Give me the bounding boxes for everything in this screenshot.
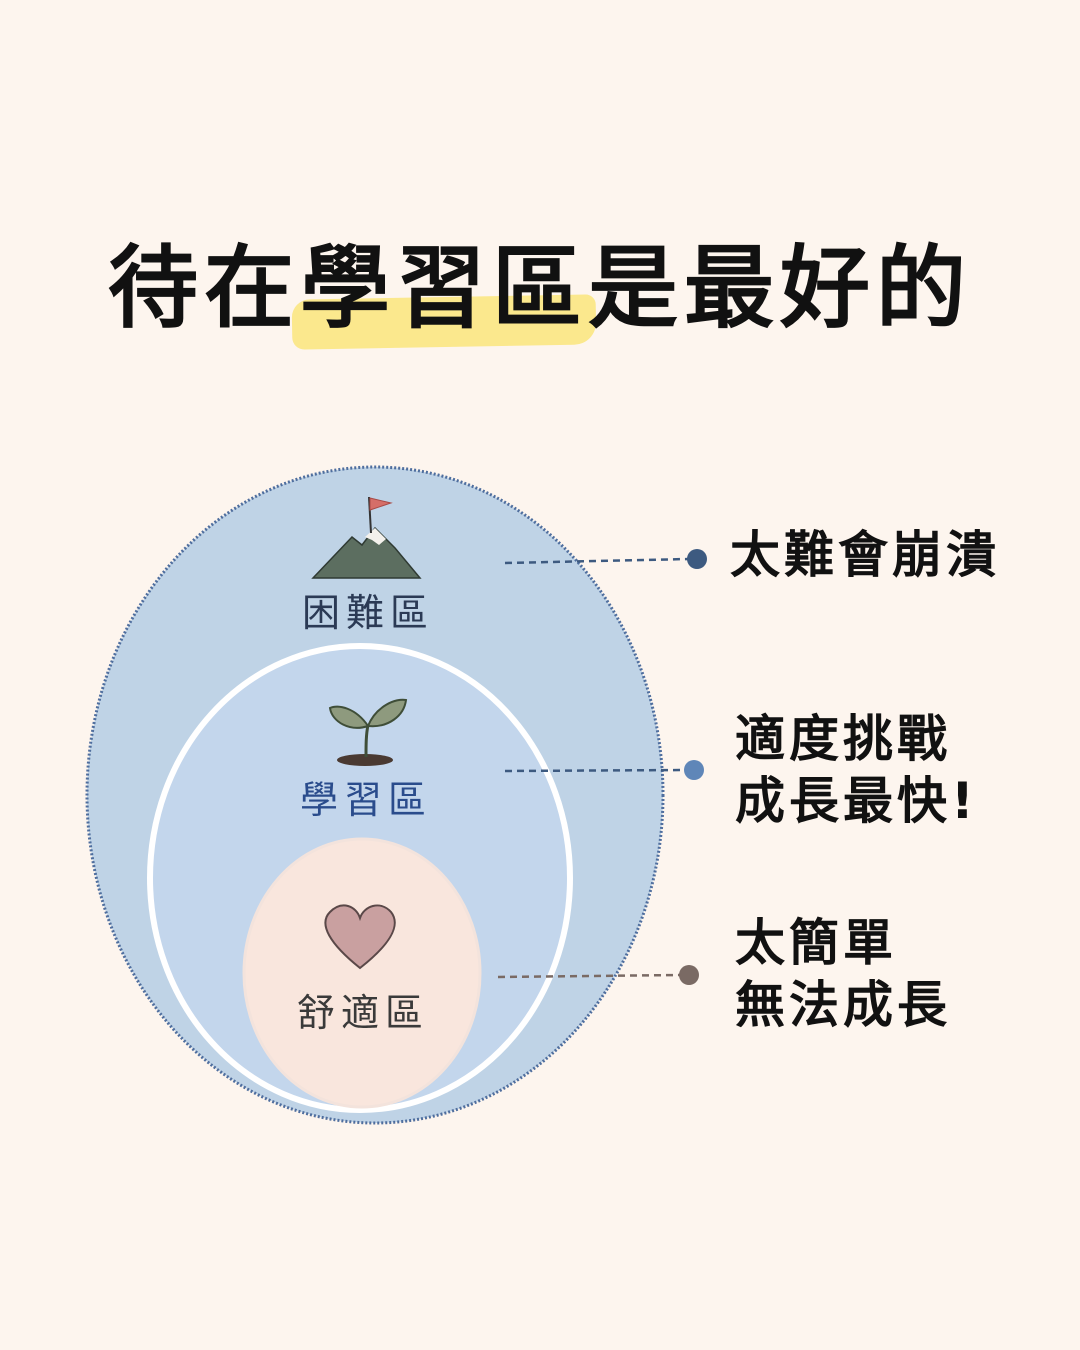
comfort-zone-ellipse: [242, 837, 482, 1109]
comfort-note: 太簡單 無法成長: [735, 912, 951, 1036]
comfort-zone-label: 舒適區: [297, 991, 429, 1035]
mountain-flag-icon: [311, 496, 422, 579]
panic-leader-line: [504, 557, 689, 565]
panic-note: 太難會崩潰: [730, 524, 1000, 586]
title-suffix: 是最好的: [588, 236, 972, 341]
comfort-leader-line: [497, 973, 681, 979]
learning-dot: [684, 760, 704, 780]
comfort-dot: [679, 965, 699, 985]
panic-note-line: 太難會崩潰: [730, 526, 1000, 584]
panic-dot: [687, 549, 707, 569]
learning-leader-line: [504, 768, 686, 773]
learning-note: 適度挑戰 成長最快!: [735, 708, 978, 832]
learning-note-line-1: 適度挑戰: [735, 710, 951, 768]
sprout-icon: [328, 698, 408, 766]
heart-icon: [324, 904, 396, 970]
title-prefix: 待在: [108, 236, 300, 341]
learning-zone-label: 學習區: [300, 778, 432, 822]
panic-zone-label: 困難區: [302, 591, 434, 635]
comfort-note-line-1: 太簡單: [735, 914, 897, 972]
learning-note-line-2: 成長最快!: [735, 772, 978, 830]
title-highlight: 學習區: [300, 236, 588, 341]
page-title: 待在學習區是最好的: [0, 235, 1080, 343]
comfort-note-line-2: 無法成長: [735, 976, 951, 1034]
